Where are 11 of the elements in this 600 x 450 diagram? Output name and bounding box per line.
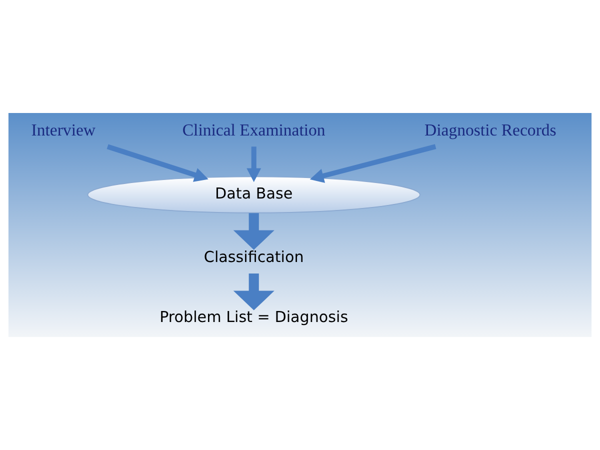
arrow xyxy=(233,274,274,310)
arrow xyxy=(246,146,262,182)
node-text: Problem List = Diagnosis xyxy=(160,308,348,326)
node-text: Interview xyxy=(31,120,96,140)
arrow xyxy=(310,144,436,183)
node-ellipse: Data Base xyxy=(87,176,420,214)
node-text: Classification xyxy=(204,248,304,266)
node-text: Clinical Examination xyxy=(182,120,326,140)
arrow xyxy=(106,144,208,182)
arrow xyxy=(233,213,274,250)
node-text: Diagnostic Records xyxy=(424,120,556,140)
